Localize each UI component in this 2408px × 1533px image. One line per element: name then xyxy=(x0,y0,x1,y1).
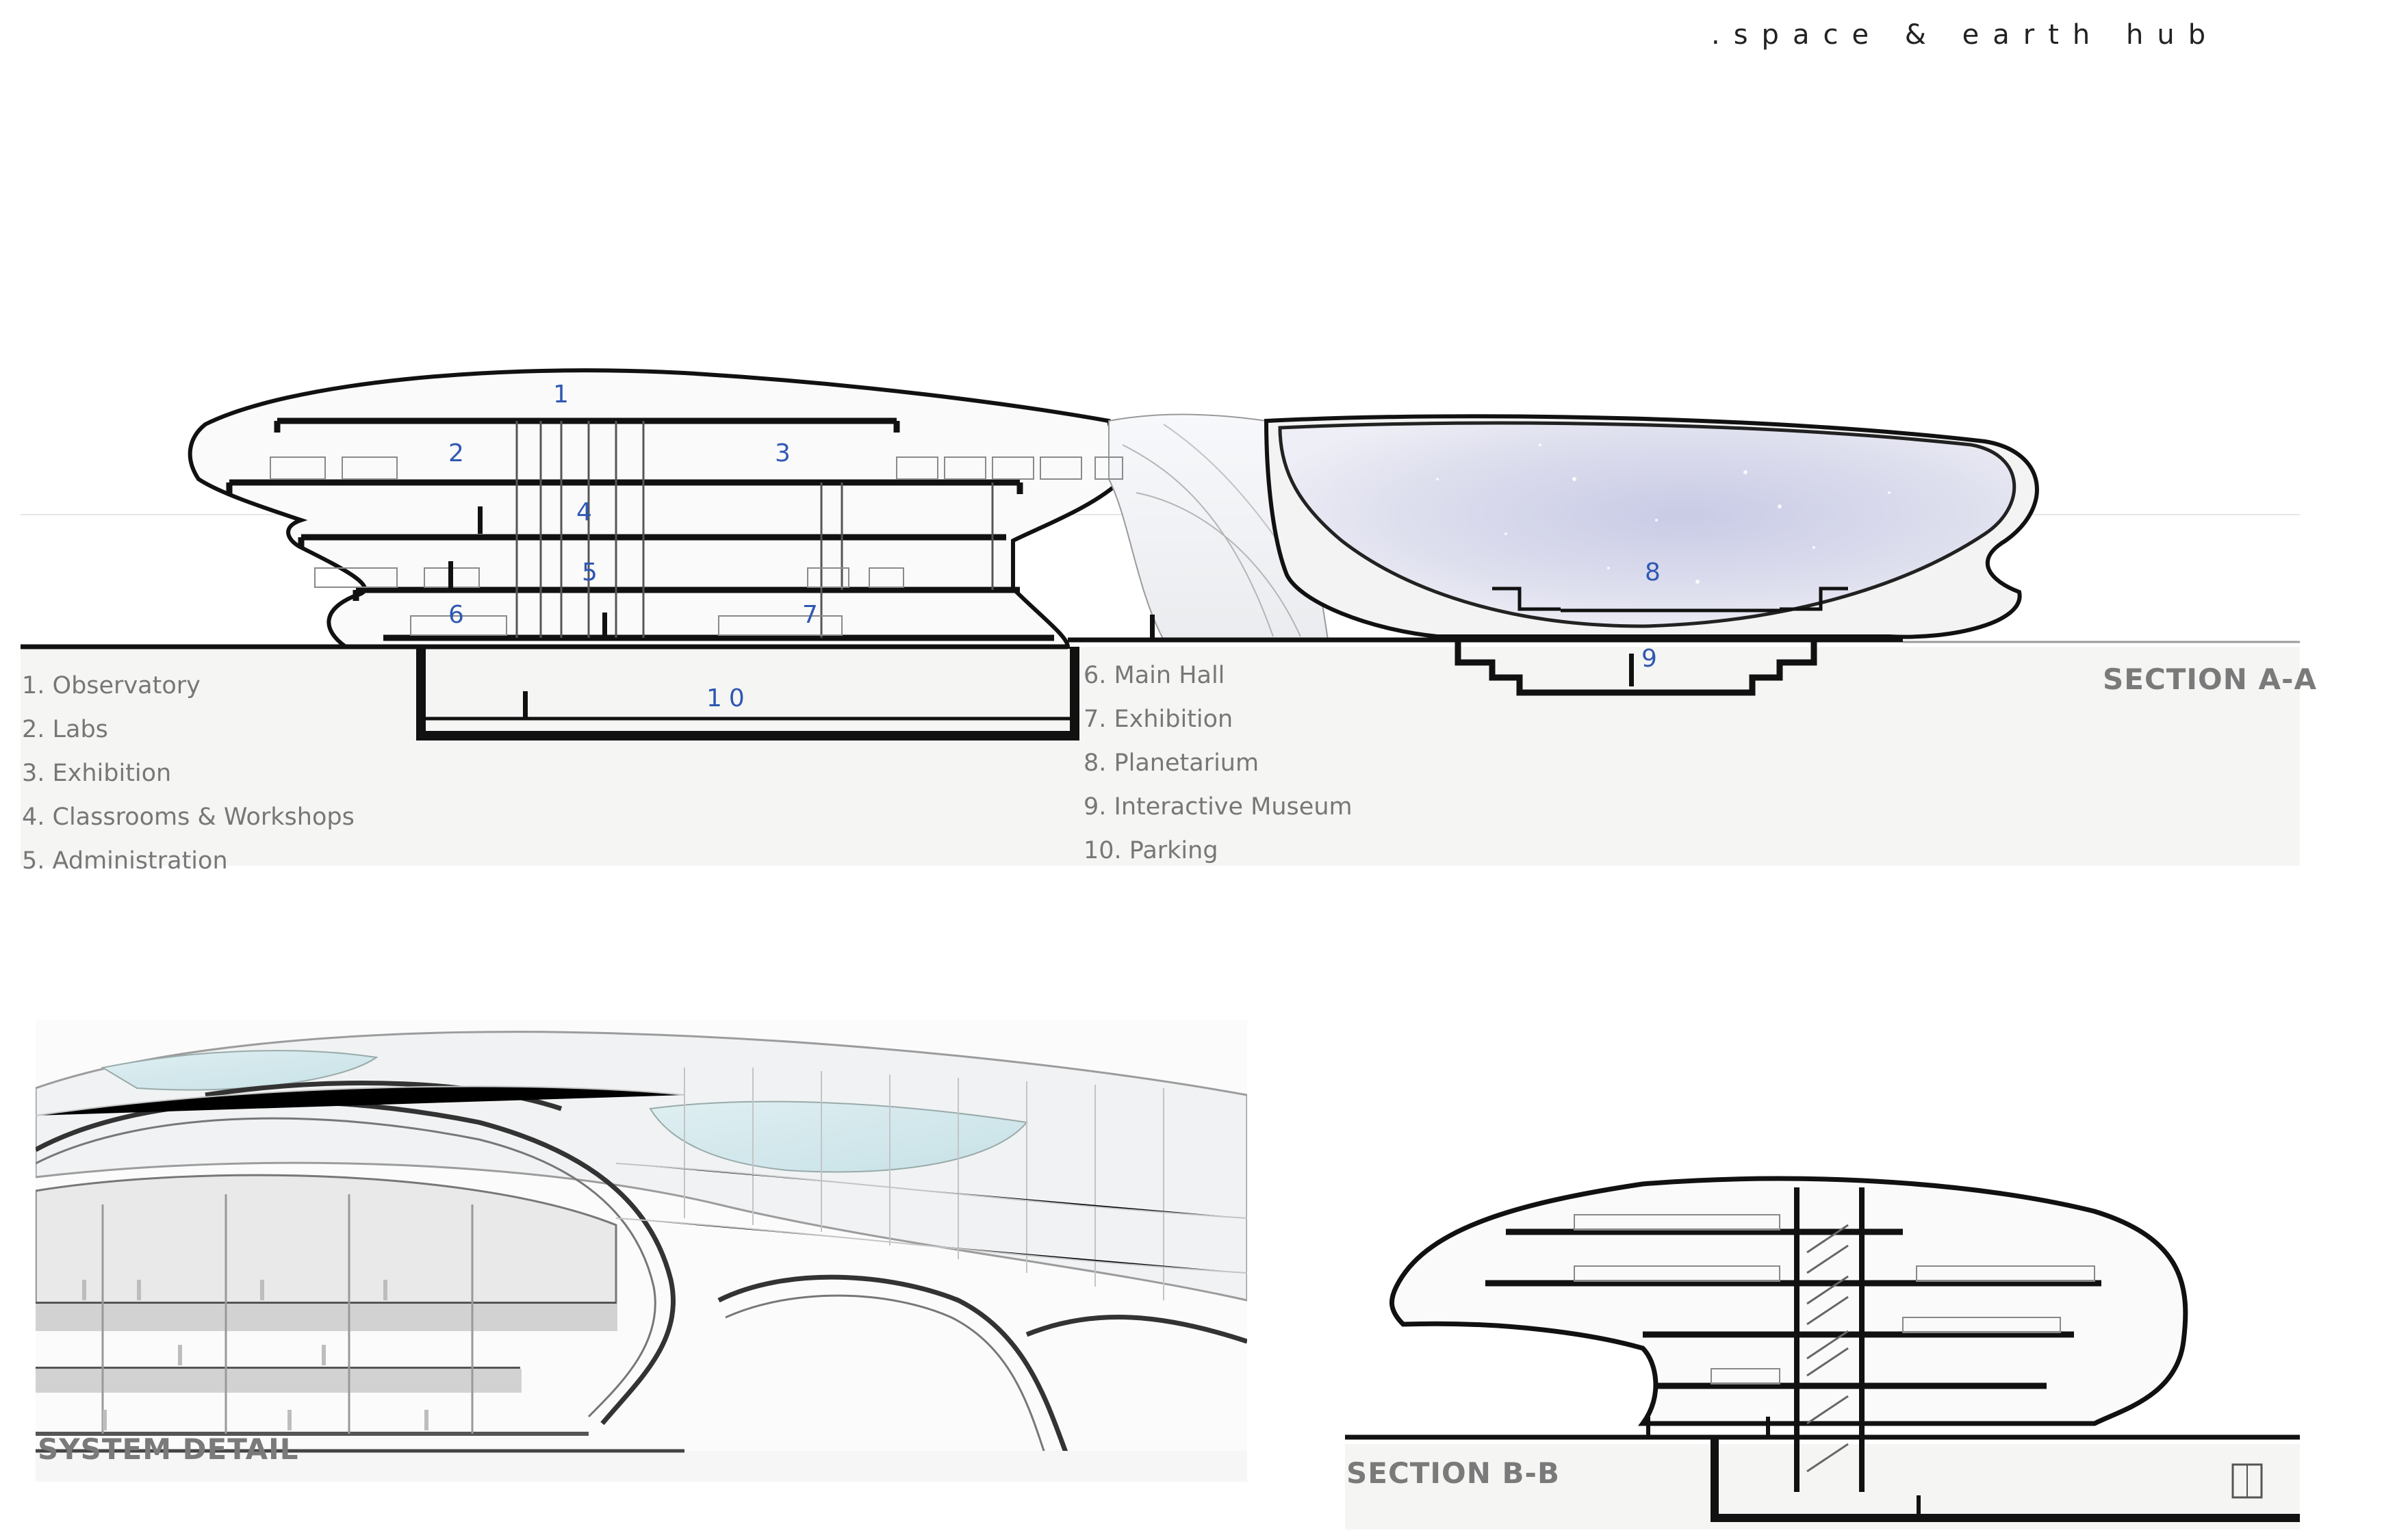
space-number-5: 5 xyxy=(582,558,598,587)
legend-item: 9. Interactive Museum xyxy=(1084,793,1353,821)
legend-item: 5. Administration xyxy=(22,847,228,875)
legend-item: 6. Main Hall xyxy=(1084,662,1225,689)
legend-item: 4. Classrooms & Workshops xyxy=(22,803,355,831)
system-detail-label: SYSTEM DETAIL xyxy=(38,1432,299,1466)
header-title: .space & earth hub xyxy=(1711,19,2220,51)
space-number-8: 8 xyxy=(1645,558,1661,587)
legend-right: 6. Main Hall 7. Exhibition 8. Planetariu… xyxy=(1084,654,1353,873)
legend-item: 1. Observatory xyxy=(22,672,201,699)
legend-item: 3. Exhibition xyxy=(22,760,172,787)
space-number-7: 7 xyxy=(802,601,818,629)
space-number-6: 6 xyxy=(448,601,464,629)
space-number-10: 10 xyxy=(706,684,752,712)
space-number-1: 1 xyxy=(553,381,569,409)
space-number-3: 3 xyxy=(775,439,791,467)
legend-left: 1. Observatory 2. Labs 3. Exhibition 4. … xyxy=(22,664,355,883)
section-a-ground xyxy=(21,647,2300,866)
space-number-2: 2 xyxy=(448,439,464,467)
legend-item: 8. Planetarium xyxy=(1084,749,1259,777)
space-number-9: 9 xyxy=(1641,645,1657,673)
section-a-label: SECTION A-A xyxy=(2103,662,2317,696)
legend-item: 7. Exhibition xyxy=(1084,706,1233,733)
section-b-label: SECTION B-B xyxy=(1346,1456,1560,1490)
legend-item: 2. Labs xyxy=(22,716,108,743)
legend-item: 10. Parking xyxy=(1084,837,1218,864)
space-number-4: 4 xyxy=(576,498,592,526)
